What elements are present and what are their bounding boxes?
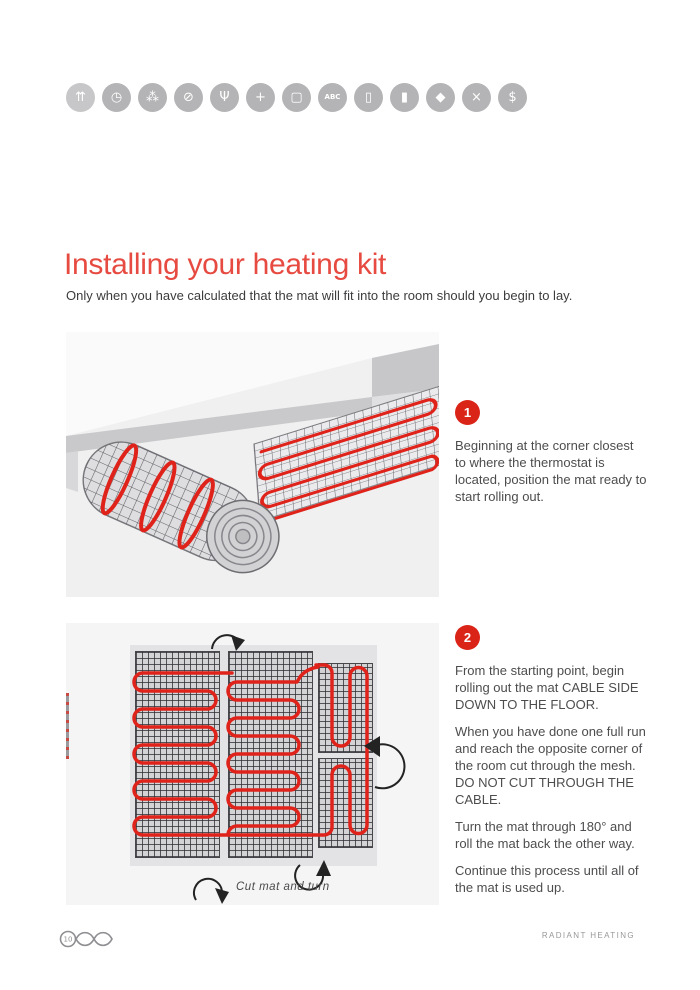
- intro-text: Only when you have calculated that the m…: [66, 288, 573, 303]
- step-number: 1: [463, 405, 472, 420]
- icon-glyph: ×: [471, 90, 482, 105]
- tools-icon: ×: [462, 83, 491, 112]
- figure-cut-and-turn: Cut mat and turn: [66, 623, 439, 905]
- clipped-mat-sliver: [66, 693, 69, 759]
- step-2-badge: 2: [455, 625, 480, 650]
- thermometer-icon: ▮: [390, 83, 419, 112]
- icon-glyph: ◷: [110, 90, 123, 105]
- timer-icon: ◷: [102, 83, 131, 112]
- turn-arrow-right: [364, 736, 406, 790]
- icon-glyph: ◆: [435, 90, 446, 105]
- icon-glyph: ▮: [400, 90, 409, 105]
- step-1-text: Beginning at the corner closest to where…: [455, 438, 647, 504]
- logo-number: 10: [64, 936, 73, 944]
- mesh-strip: [318, 663, 373, 753]
- piggy-bank-icon: $: [498, 83, 527, 112]
- benefits-icon-strip: ⇈ ◷ ⁂ ⊘ Ψ + ▢ ABC ▯ ▮ ◆ × $: [66, 83, 527, 112]
- brand-logo: 10: [59, 930, 113, 948]
- page-title: Installing your heating kit: [64, 248, 387, 281]
- step-2: 2 From the starting point, begin rolling…: [455, 625, 647, 906]
- icon-glyph: Ψ: [219, 90, 230, 105]
- cable-route-overlay: [132, 634, 406, 904]
- turn-arrow-top: [211, 634, 245, 651]
- tablet-icon: ▢: [282, 83, 311, 112]
- step-1-badge: 1: [455, 400, 480, 425]
- shield-icon: ◆: [426, 83, 455, 112]
- plus-cross-icon: +: [246, 83, 275, 112]
- footer-brand: RADIANT HEATING: [541, 931, 635, 940]
- door-icon: ▯: [354, 83, 383, 112]
- pizza-slice-icon: ⊘: [174, 83, 203, 112]
- icon-glyph: ⁂: [146, 90, 159, 105]
- icon-glyph: ABC: [324, 93, 341, 101]
- icon-glyph: $: [508, 90, 517, 105]
- figure-roll-out: [66, 332, 439, 597]
- people-group-icon: ⁂: [138, 83, 167, 112]
- step-2-text: Continue this process until all of the m…: [455, 863, 639, 895]
- step-number: 2: [463, 630, 472, 645]
- icon-glyph: ▢: [290, 90, 303, 105]
- step-2-text: Turn the mat through 180° and roll the m…: [455, 819, 635, 851]
- turn-arrow-bottom: [294, 860, 331, 891]
- figure-caption: Cut mat and turn: [236, 881, 330, 893]
- icon-glyph: ⊘: [183, 90, 194, 105]
- step-2-text: When you have done one full run and reac…: [455, 724, 646, 807]
- growth-arrows-icon: ⇈: [66, 83, 95, 112]
- scales-icon: Ψ: [210, 83, 239, 112]
- step-2-text: From the starting point, begin rolling o…: [455, 663, 639, 712]
- rolled-mat-illustration: [66, 332, 439, 597]
- abc-blocks-icon: ABC: [318, 83, 347, 112]
- step-1: 1 Beginning at the corner closest to whe…: [455, 400, 647, 515]
- icon-glyph: ⇈: [75, 90, 86, 105]
- icon-glyph: ▯: [364, 90, 373, 105]
- cut-turn-arrow: [193, 877, 229, 904]
- icon-glyph: +: [255, 90, 266, 105]
